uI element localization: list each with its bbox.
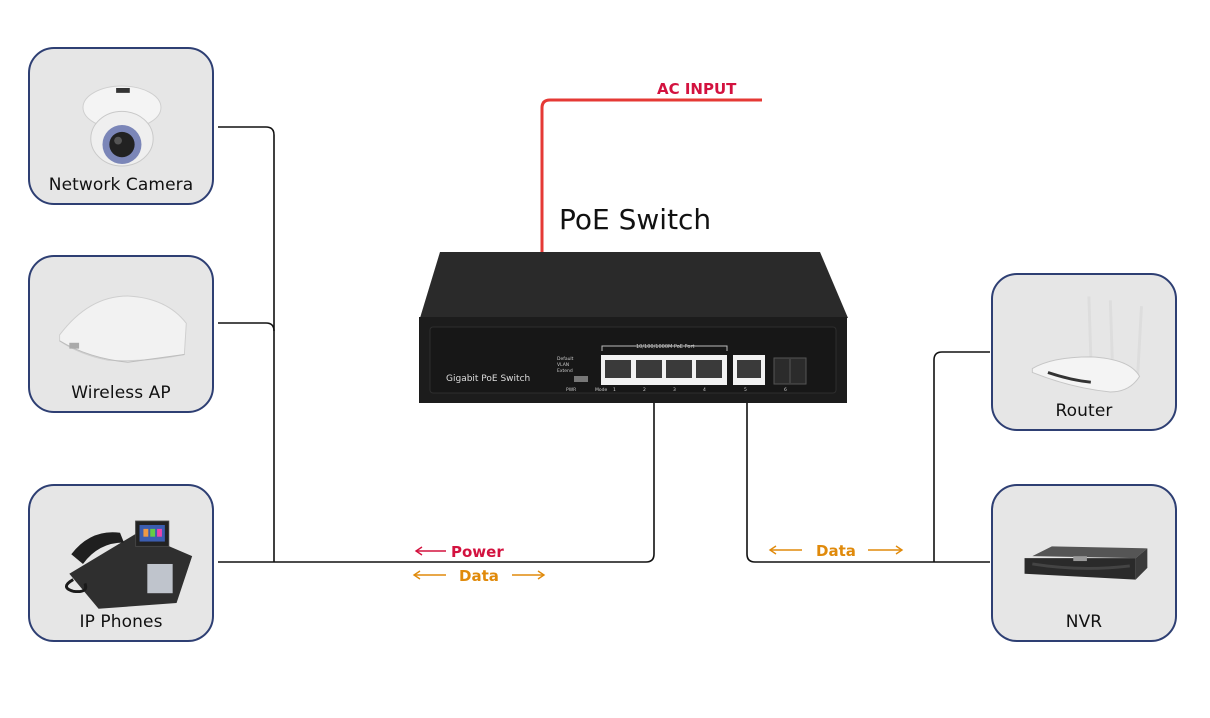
poe-ports — [605, 360, 722, 378]
port-num-2: 2 — [643, 387, 646, 393]
switch-top — [420, 252, 848, 318]
port-group-label: 10/100/1000M PoE Port — [636, 344, 694, 350]
poe-port-4 — [696, 360, 722, 378]
ac-input-line — [540, 98, 762, 252]
device-label: Network Camera — [48, 175, 194, 195]
ip-phone-icon — [65, 520, 193, 609]
power-arrow-left — [414, 546, 446, 556]
power-flow-label: Power — [451, 543, 504, 561]
right-data-flow-label: Data — [816, 542, 856, 560]
ac-input-label: AC INPUT — [657, 80, 737, 98]
device-label: Router — [1055, 401, 1113, 421]
wire-ip-phones — [218, 402, 655, 563]
led-label-pwr: PWR — [566, 387, 576, 393]
wire-uplink — [746, 402, 990, 563]
data-arrows-right — [768, 545, 904, 555]
wire-camera — [218, 126, 275, 562]
poe-port-2 — [636, 360, 662, 378]
device-ip-phones: IP Phones — [28, 484, 214, 642]
mode-label-default: Default — [557, 356, 574, 362]
device-nvr: NVR — [991, 484, 1177, 642]
mode-label-extend: Extend — [557, 368, 573, 374]
poe-switch: Gigabit PoE Switch 10/100/1000M PoE Port… — [419, 252, 848, 403]
port-num-6: 6 — [784, 387, 787, 393]
device-router: Router — [991, 273, 1177, 431]
port-group-bracket — [601, 345, 728, 351]
wire-wireless-ap — [218, 322, 275, 332]
switch-front-label: Gigabit PoE Switch — [446, 374, 530, 384]
nvr-icon — [1024, 546, 1148, 580]
poe-port-3 — [666, 360, 692, 378]
device-label: IP Phones — [79, 612, 163, 632]
port-num-5: 5 — [744, 387, 747, 393]
device-wireless-ap: Wireless AP — [28, 255, 214, 413]
wire-router — [933, 351, 990, 562]
dome-camera-icon — [82, 85, 162, 167]
led-label-mode: Mode — [595, 387, 607, 393]
router-icon — [1031, 296, 1143, 393]
poe-port-1 — [605, 360, 631, 378]
uplink-port — [737, 360, 761, 378]
device-label: Wireless AP — [71, 383, 171, 403]
mode-label-vlan: VLAN — [557, 362, 569, 368]
port-num-1: 1 — [613, 387, 616, 393]
device-network-camera: Network Camera — [28, 47, 214, 205]
left-data-flow-label: Data — [459, 567, 499, 585]
port-num-4: 4 — [703, 387, 706, 393]
device-label: NVR — [1065, 612, 1103, 632]
switch-title: PoE Switch — [559, 203, 712, 236]
access-point-icon — [59, 295, 187, 363]
mode-switch — [574, 376, 588, 382]
data-arrows-left — [412, 570, 546, 580]
port-num-3: 3 — [673, 387, 676, 393]
